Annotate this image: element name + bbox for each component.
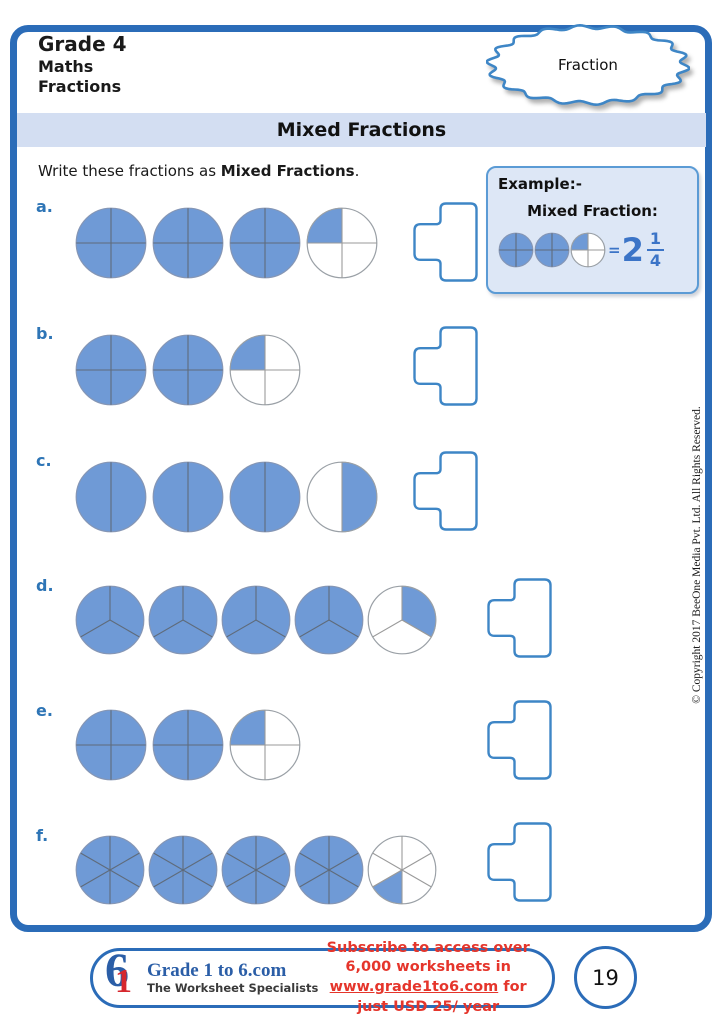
fraction-circle	[570, 232, 606, 267]
equals-sign: =	[608, 240, 621, 259]
fraction-circle	[152, 334, 224, 406]
fraction-circle	[75, 709, 147, 781]
example-subtitle: Mixed Fraction:	[527, 202, 658, 220]
row-label-b: b.	[36, 324, 54, 343]
site-logo[interactable]: 6 1 Grade 1 to 6.com The Worksheet Speci…	[105, 947, 319, 1003]
grade-label: Grade 4	[38, 32, 127, 56]
answer-box-shape-icon	[413, 326, 478, 406]
logo-monogram-icon: 6 1	[105, 947, 145, 1003]
row-label-f: f.	[36, 826, 49, 845]
fraction-circle	[367, 585, 437, 655]
fraction-circle	[75, 334, 147, 406]
example-fraction: 1 4	[646, 230, 664, 270]
scalloped-oval-icon	[485, 24, 691, 106]
topic-oval-label: Fraction	[558, 56, 618, 74]
fraction-circle	[498, 232, 534, 267]
answer-box-d[interactable]	[487, 578, 552, 658]
logo-six-glyph: 6	[105, 944, 129, 997]
example-title: Example:-	[498, 175, 582, 193]
fraction-circle	[75, 835, 145, 905]
fraction-circle	[229, 709, 301, 781]
logo-one-glyph: 1	[115, 963, 132, 1000]
answer-box-shape-icon	[413, 451, 478, 531]
topic-label: Fractions	[38, 77, 122, 96]
fraction-circle	[229, 461, 301, 533]
fraction-circle	[221, 585, 291, 655]
fraction-circle	[534, 232, 570, 267]
answer-box-a[interactable]	[413, 202, 478, 282]
row-circles-e	[75, 709, 301, 781]
fraction-circle	[229, 334, 301, 406]
fraction-circle	[229, 207, 301, 279]
example-denominator: 4	[649, 250, 661, 270]
fraction-circle	[152, 461, 224, 533]
promo-line2: www.grade1to6.com for just USD 25/ year	[318, 978, 538, 1017]
promo-line1: Subscribe to access over 6,000 worksheet…	[326, 939, 530, 976]
topic-oval: Fraction	[485, 20, 691, 110]
fraction-circle	[152, 207, 224, 279]
instruction-bold: Mixed Fractions	[220, 162, 355, 180]
example-equation: = 2 1 4	[498, 230, 664, 269]
row-label-d: d.	[36, 576, 54, 595]
row-circles-a	[75, 207, 378, 279]
row-label-a: a.	[36, 197, 53, 216]
example-numerator: 1	[646, 230, 664, 251]
promo-line2-rest: for just USD 25/ year	[357, 979, 527, 1015]
worksheet-title-banner: Mixed Fractions	[17, 113, 706, 147]
logo-site-name: Grade 1 to 6.com	[147, 959, 287, 981]
row-circles-f	[75, 835, 437, 905]
copyright-text: © Copyright 2017 BeeOne Media Pvt. Ltd. …	[691, 406, 703, 704]
fraction-circle	[148, 835, 218, 905]
fraction-circle	[152, 709, 224, 781]
answer-box-b[interactable]	[413, 326, 478, 406]
instruction-text: Write these fractions as Mixed Fractions…	[38, 162, 359, 180]
promo-link[interactable]: www.grade1to6.com	[329, 979, 499, 995]
instruction-prefix: Write these fractions as	[38, 162, 221, 180]
fraction-circle	[294, 585, 364, 655]
footer-banner: 6 1 Grade 1 to 6.com The Worksheet Speci…	[90, 940, 555, 1015]
example-box: Example:- Mixed Fraction: = 2 1 4	[486, 166, 699, 294]
answer-box-e[interactable]	[487, 700, 552, 780]
worksheet-header: Grade 4 Maths Fractions	[38, 32, 127, 97]
page-number-badge: 19	[574, 946, 637, 1009]
fraction-circle	[148, 585, 218, 655]
answer-box-shape-icon	[487, 700, 552, 780]
row-circles-b	[75, 334, 301, 406]
row-label-e: e.	[36, 701, 53, 720]
answer-box-shape-icon	[413, 202, 478, 282]
subject-label: Maths	[38, 57, 94, 76]
row-label-c: c.	[36, 451, 52, 470]
example-whole-number: 2	[621, 230, 644, 269]
row-circles-d	[75, 585, 437, 655]
answer-box-shape-icon	[487, 578, 552, 658]
fraction-circle	[75, 207, 147, 279]
instruction-suffix: .	[354, 162, 360, 180]
fraction-circle	[306, 461, 378, 533]
logo-tagline: The Worksheet Specialists	[147, 981, 319, 996]
fraction-circle	[75, 461, 147, 533]
fraction-circle	[367, 835, 437, 905]
fraction-circle	[75, 585, 145, 655]
logo-text: Grade 1 to 6.com The Worksheet Specialis…	[147, 959, 319, 996]
row-circles-c	[75, 461, 378, 533]
fraction-circle	[221, 835, 291, 905]
fraction-circle	[294, 835, 364, 905]
fraction-circle	[306, 207, 378, 279]
answer-box-c[interactable]	[413, 451, 478, 531]
example-fraction-circles	[498, 232, 606, 268]
subscription-promo: Subscribe to access over 6,000 worksheet…	[318, 939, 538, 1017]
answer-box-shape-icon	[487, 822, 552, 902]
answer-box-f[interactable]	[487, 822, 552, 902]
page-border	[10, 25, 712, 932]
